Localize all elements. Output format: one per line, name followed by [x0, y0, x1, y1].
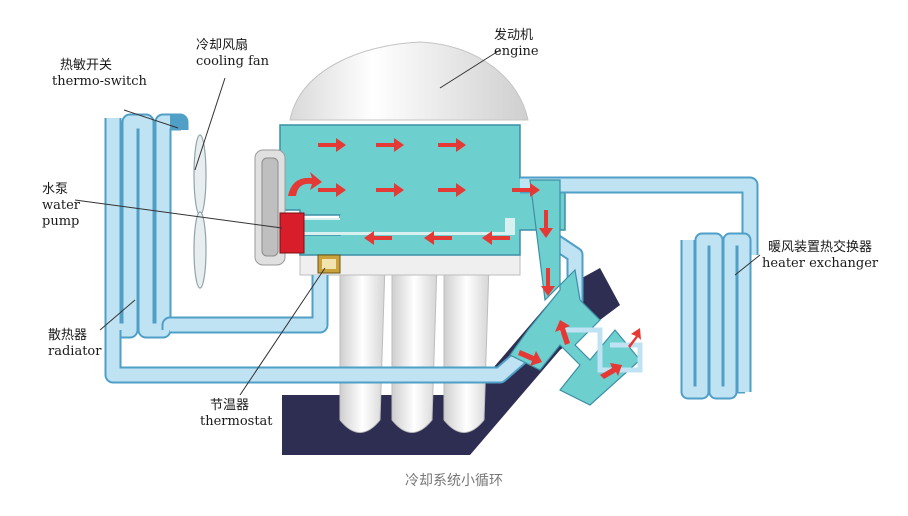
- thermostat: [317, 254, 341, 274]
- coolant-return-loop: [509, 179, 641, 406]
- engine-label-en: engine: [494, 44, 539, 59]
- engine-label: 发动机 engine: [494, 28, 539, 60]
- cooling-fan-label: 冷却风扇 cooling fan: [196, 38, 269, 70]
- cooling-fan: [193, 134, 207, 289]
- radiator-label-cn: 散热器: [48, 328, 88, 343]
- figure-caption: 冷却系统小循环: [405, 473, 503, 489]
- cooling-fan-label-en: cooling fan: [196, 54, 270, 69]
- engine-pistons: [299, 239, 521, 433]
- thermo-switch-label: 热敏开关 thermo-switch: [52, 58, 147, 90]
- radiator-label-en: radiator: [48, 344, 102, 359]
- water-pump-label-en2: pump: [42, 214, 80, 229]
- heater-exchanger-label-en: heater exchanger: [762, 256, 879, 271]
- thermo-switch-label-en: thermo-switch: [52, 74, 147, 89]
- flow-arrows: [288, 138, 641, 379]
- water-pump: [279, 212, 305, 254]
- leader-lines: [74, 49, 761, 396]
- cooling-fan-label-cn: 冷却风扇: [196, 38, 249, 53]
- heater-exchanger: [680, 232, 752, 400]
- radiator: [104, 113, 181, 339]
- thermo-switch-label-cn: 热敏开关: [60, 58, 113, 73]
- heater-exchanger-label: 暖风装置热交换器 heater exchanger: [762, 240, 878, 272]
- water-pump-label-en1: water: [42, 198, 81, 213]
- thermostat-label: 节温器 thermostat: [200, 398, 273, 430]
- engine-label-cn: 发动机: [494, 28, 534, 43]
- water-pump-label-cn: 水泵: [42, 182, 69, 197]
- water-pump-label: 水泵 water pump: [42, 182, 80, 230]
- engine-dome: [289, 41, 529, 121]
- thermostat-label-cn: 节温器: [210, 398, 250, 413]
- thermostat-label-en: thermostat: [200, 414, 273, 429]
- heater-exchanger-label-cn: 暖风装置热交换器: [768, 240, 873, 255]
- radiator-label: 散热器 radiator: [48, 328, 101, 360]
